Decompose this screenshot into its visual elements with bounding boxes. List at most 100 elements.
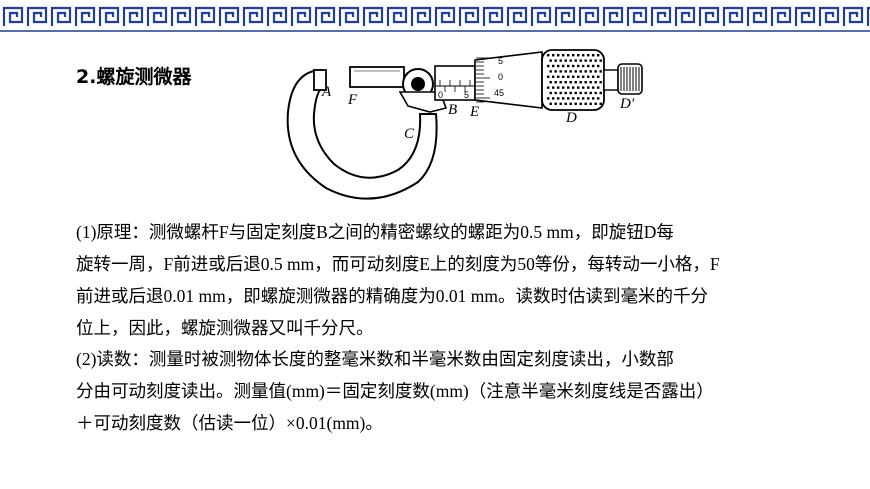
- fret-motif: [410, 6, 432, 26]
- fret-motif: [290, 6, 312, 26]
- fret-motif: [338, 6, 360, 26]
- fret-motif: [770, 6, 792, 26]
- knurl-dot: [577, 86, 580, 89]
- knurl-dot: [594, 81, 597, 84]
- knurl-dot: [567, 64, 570, 68]
- label-e: E: [469, 104, 479, 120]
- knurl-dot: [599, 102, 602, 105]
- knurl-dot: [574, 102, 577, 105]
- knob-d: [541, 49, 605, 111]
- fret-motif: [506, 6, 528, 26]
- paragraph2-line: ＋可动刻度数（估读一位）×0.01(mm)。: [76, 413, 383, 433]
- knurl-dot: [594, 91, 597, 95]
- knurl-dot: [569, 81, 572, 84]
- knurl-dot: [559, 102, 562, 105]
- knurl-dot: [572, 64, 575, 68]
- knurl-dot: [572, 75, 575, 78]
- tick-0: 0: [438, 90, 443, 100]
- fret-motif: [434, 6, 456, 26]
- knurl-dot: [569, 102, 572, 105]
- knurl-dot: [549, 81, 552, 84]
- knurl-dot: [594, 70, 597, 73]
- knurl-dot: [584, 81, 587, 84]
- knurl-dot: [559, 91, 562, 95]
- knurl-dot: [589, 81, 592, 84]
- fret-motif: [2, 6, 24, 26]
- knurl-dot: [557, 64, 560, 68]
- knurl-dot: [567, 54, 570, 57]
- knurl-dot: [564, 59, 567, 62]
- knurl-dot: [547, 75, 550, 78]
- knurl-dot: [554, 70, 557, 73]
- thimble-e: [474, 51, 543, 109]
- section-title: 2.螺旋测微器: [76, 66, 192, 88]
- knurl-dot: [587, 86, 590, 89]
- knurl-dot: [577, 54, 580, 57]
- knurl-dot: [559, 59, 562, 62]
- knurl-dot: [597, 97, 600, 100]
- fret-motif: [650, 6, 672, 26]
- knurl-dot: [584, 102, 587, 105]
- paragraph1-line: 位上，因此，螺旋测微器又叫千分尺。: [76, 318, 374, 338]
- fret-motif: [530, 6, 552, 26]
- label-f: F: [347, 92, 358, 108]
- fret-motif: [554, 6, 576, 26]
- knurl-dot: [582, 75, 585, 78]
- knurl-dot: [597, 75, 600, 78]
- knurl-dot: [552, 86, 555, 89]
- knurl-dot: [557, 86, 560, 89]
- knurl-dot: [549, 70, 552, 73]
- knurl-dot: [564, 70, 567, 73]
- paragraph2-line: (2)读数：测量时被测物体长度的整毫米数和半毫米数由固定刻度读出，小数部: [76, 349, 674, 369]
- fret-motif: [722, 6, 744, 26]
- knurl-dot: [582, 64, 585, 68]
- knurl-dot: [564, 102, 567, 105]
- paragraph1-line: 前进或后退0.01 mm，即螺旋测微器的精确度为0.01 mm。读数时估读到毫米…: [76, 286, 708, 306]
- knurl-dot: [589, 70, 592, 73]
- fret-motif: [458, 6, 480, 26]
- fret-motif: [170, 6, 192, 26]
- tick-45: 45: [494, 88, 504, 98]
- knurl-dot: [587, 54, 590, 57]
- knurl-dot: [572, 86, 575, 89]
- label-d: D: [565, 110, 577, 126]
- knurl-dot: [552, 97, 555, 100]
- knurl-dot: [574, 59, 577, 62]
- knurl-dot: [562, 75, 565, 78]
- knurl-dot: [584, 70, 587, 73]
- knurl-dot: [597, 86, 600, 89]
- knurl-dot: [572, 54, 575, 57]
- knurl-dot: [579, 102, 582, 105]
- fret-motif: [794, 6, 816, 26]
- knurl-dot: [572, 97, 575, 100]
- knurl-dot: [592, 64, 595, 68]
- knurl-dot: [564, 81, 567, 84]
- paragraph-principle: (1)原理：测微螺杆F与固定刻度B之间的精密螺纹的螺距为0.5 mm，即旋钮D每…: [76, 216, 846, 344]
- knurl-dot: [594, 102, 597, 105]
- knurl-dot: [549, 102, 552, 105]
- label-b: B: [448, 102, 457, 118]
- paragraph2-line: 分由可动刻度读出。测量值(mm)＝固定刻度数(mm)（注意半毫米刻度线是否露出）: [76, 381, 714, 401]
- knurl-dot: [599, 59, 602, 62]
- knurl-dot: [559, 81, 562, 84]
- fret-motif: [842, 6, 864, 26]
- knurl-dot: [562, 86, 565, 89]
- knurl-dot: [562, 54, 565, 57]
- knurl-dot: [564, 91, 567, 95]
- fret-motif: [242, 6, 264, 26]
- fret-motif: [602, 6, 624, 26]
- knurl-dot: [557, 75, 560, 78]
- knurl-dot: [549, 59, 552, 62]
- anvil-a: [313, 69, 327, 91]
- knurl-dot: [574, 70, 577, 73]
- knurl-dot: [554, 59, 557, 62]
- knurl-dot: [569, 91, 572, 95]
- knurl-dot: [547, 64, 550, 68]
- knurl-dot: [579, 70, 582, 73]
- knurl-dot: [584, 91, 587, 95]
- decorative-border: [0, 6, 870, 32]
- knurl-dot: [592, 75, 595, 78]
- tick-0-thimble: 0: [498, 72, 503, 82]
- knurl-dot: [567, 75, 570, 78]
- knurl-dot: [552, 75, 555, 78]
